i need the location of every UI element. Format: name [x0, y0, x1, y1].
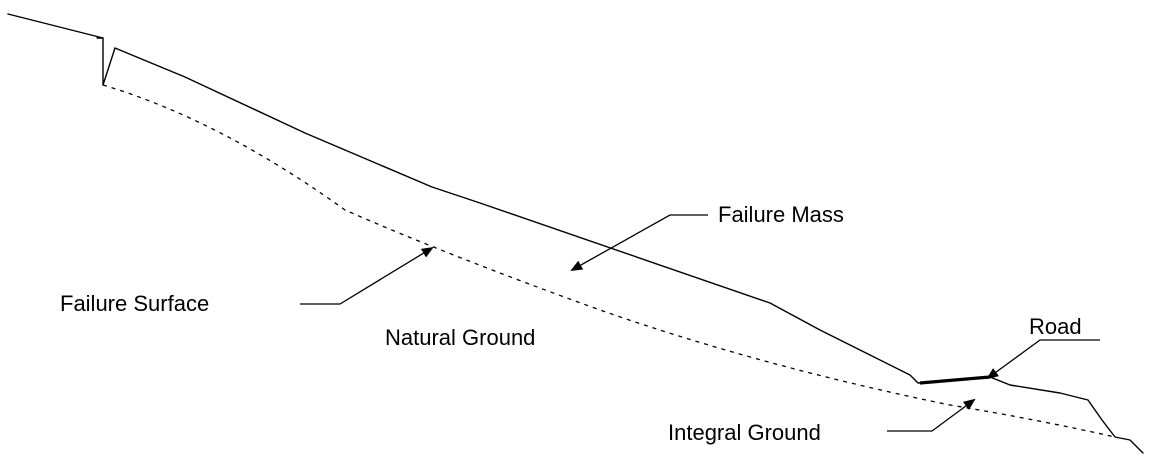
failure-mass-leader [570, 214, 708, 271]
road-label: Road [1029, 314, 1082, 339]
failure-surface-line [102, 84, 1116, 438]
integral-ground-leader [887, 398, 976, 432]
integral-ground-label: Integral Ground [668, 420, 821, 445]
ground-surface-line [7, 13, 1144, 454]
road-segment [919, 375, 991, 385]
natural-ground-label: Natural Ground [385, 325, 535, 350]
failure-surface-label: Failure Surface [60, 291, 209, 316]
failure-surface-leader [300, 246, 434, 305]
failure-mass-label: Failure Mass [718, 202, 844, 227]
road-leader [986, 339, 1100, 380]
